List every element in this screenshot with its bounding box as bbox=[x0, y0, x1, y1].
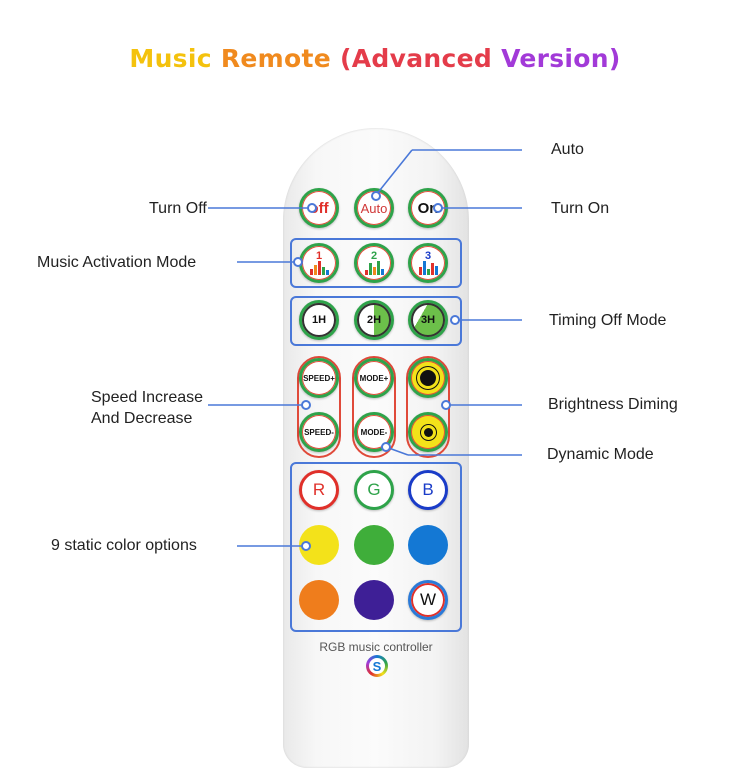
blue-button-label: B bbox=[422, 480, 434, 499]
callout-dot-timer bbox=[450, 315, 460, 325]
callout-dot-auto bbox=[371, 191, 381, 201]
music-mode-2-label: 2 bbox=[370, 250, 378, 262]
speed-minus-button[interactable]: SPEED- bbox=[299, 412, 339, 452]
music-mode-2-button[interactable]: 2 bbox=[354, 243, 394, 283]
callout-dot-music bbox=[293, 257, 303, 267]
speed-plus-label: SPEED+ bbox=[303, 373, 335, 383]
mode-plus-label: MODE+ bbox=[359, 373, 389, 383]
sun-small-icon bbox=[423, 427, 433, 437]
brand-logo: S bbox=[366, 655, 388, 677]
timer-1h-button[interactable]: 1H bbox=[299, 300, 339, 340]
white-button-label: W bbox=[419, 590, 437, 609]
timer-3h-label: 3H bbox=[420, 314, 436, 326]
orange-button[interactable] bbox=[299, 580, 339, 620]
title-word-2: Remote bbox=[220, 44, 332, 73]
red-button[interactable]: R bbox=[299, 470, 339, 510]
callout-dot-off bbox=[307, 203, 317, 213]
red-button-label: R bbox=[312, 480, 326, 499]
label-speed-line2: And Decrease bbox=[91, 410, 193, 427]
speed-plus-button[interactable]: SPEED+ bbox=[299, 358, 339, 398]
mode-minus-label: MODE- bbox=[360, 427, 388, 437]
label-auto: Auto bbox=[551, 141, 584, 158]
timer-2h-label: 2H bbox=[366, 314, 382, 326]
color-group bbox=[290, 462, 462, 632]
music-mode-group bbox=[290, 238, 462, 288]
label-turn-on: Turn On bbox=[551, 200, 610, 217]
page-title: Music Remote (Advanced Version) bbox=[0, 44, 750, 73]
green-solid-button[interactable] bbox=[354, 525, 394, 565]
label-static-colors: 9 static color options bbox=[51, 537, 197, 554]
equalizer-icon bbox=[418, 261, 438, 275]
callout-dot-on bbox=[433, 203, 443, 213]
off-button[interactable]: off bbox=[299, 188, 339, 228]
callout-dot-speed bbox=[301, 400, 311, 410]
music-mode-1-label: 1 bbox=[315, 250, 323, 262]
label-brightness: Brightness Diming bbox=[548, 396, 678, 413]
title-word-1: Music bbox=[129, 44, 212, 73]
clock-icon: 2H bbox=[357, 303, 391, 337]
music-mode-1-button[interactable]: 1 bbox=[299, 243, 339, 283]
timer-2h-button[interactable]: 2H bbox=[354, 300, 394, 340]
speed-pill bbox=[297, 356, 341, 458]
brand-logo-letter: S bbox=[369, 658, 385, 674]
label-music-activation: Music Activation Mode bbox=[37, 254, 197, 271]
brand-text: RGB music controller bbox=[319, 640, 433, 654]
sun-large-icon bbox=[420, 370, 436, 386]
clock-icon: 1H bbox=[302, 303, 336, 337]
title-word-4: Version) bbox=[501, 44, 621, 73]
equalizer-icon bbox=[309, 261, 329, 275]
label-timing-off: Timing Off Mode bbox=[549, 312, 667, 329]
callout-dot-color bbox=[301, 541, 311, 551]
clock-icon: 3H bbox=[411, 303, 445, 337]
equalizer-icon bbox=[364, 261, 384, 275]
auto-button-label: Auto bbox=[360, 200, 388, 216]
speed-minus-label: SPEED- bbox=[304, 427, 334, 437]
label-speed-line1: Speed Increase bbox=[91, 389, 204, 406]
blue-solid-button[interactable] bbox=[408, 525, 448, 565]
title-word-3: (Advanced bbox=[340, 44, 493, 73]
green-button[interactable]: G bbox=[354, 470, 394, 510]
music-mode-3-label: 3 bbox=[424, 250, 432, 262]
mode-pill bbox=[352, 356, 396, 458]
green-button-label: G bbox=[367, 480, 381, 499]
white-button[interactable]: W bbox=[408, 580, 448, 620]
callout-dot-dynamic bbox=[381, 442, 391, 452]
brightness-down-button[interactable] bbox=[408, 412, 448, 452]
timer-3h-button[interactable]: 3H bbox=[408, 300, 448, 340]
label-turn-off: Turn Off bbox=[149, 200, 207, 217]
callout-dot-brightness bbox=[441, 400, 451, 410]
music-mode-3-button[interactable]: 3 bbox=[408, 243, 448, 283]
label-dynamic: Dynamic Mode bbox=[547, 446, 654, 463]
purple-button[interactable] bbox=[354, 580, 394, 620]
mode-plus-button[interactable]: MODE+ bbox=[354, 358, 394, 398]
blue-button[interactable]: B bbox=[408, 470, 448, 510]
timer-1h-label: 1H bbox=[311, 314, 327, 326]
timer-group bbox=[290, 296, 462, 346]
brightness-up-button[interactable] bbox=[408, 358, 448, 398]
